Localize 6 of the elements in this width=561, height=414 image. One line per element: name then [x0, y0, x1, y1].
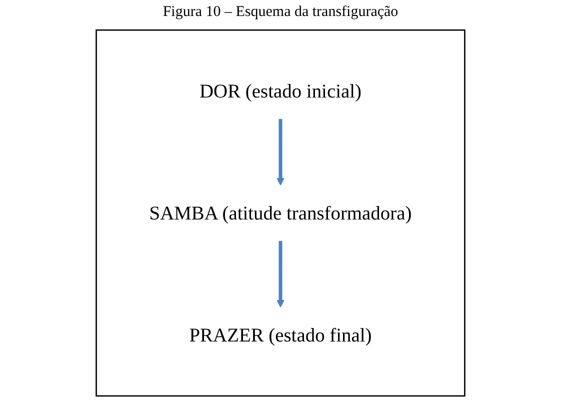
arrow: [276, 240, 284, 308]
arrow: [276, 118, 284, 186]
node-text: DOR (estado inicial): [200, 80, 362, 102]
node-text: PRAZER (estado final): [189, 324, 372, 346]
node-text: SAMBA (atitude transformadora): [149, 202, 412, 224]
figure-title: Figura 10 – Esquema da transfiguração: [162, 4, 400, 21]
